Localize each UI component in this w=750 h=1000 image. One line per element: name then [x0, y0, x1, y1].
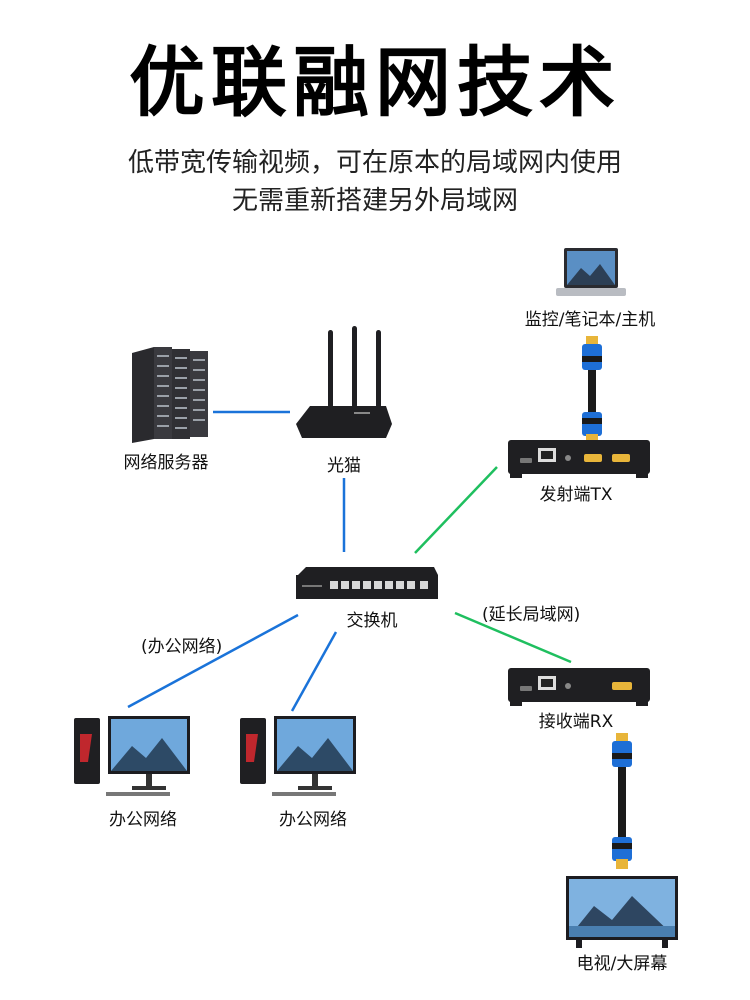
laptop-icon	[556, 248, 626, 296]
transmitter-label: 发射端TX	[539, 485, 613, 505]
subtitle-line-1: 低带宽传输视频，可在原本的局域网内使用	[127, 148, 622, 178]
tv-icon	[566, 876, 678, 948]
link-switch-pc2	[290, 631, 338, 712]
subtitle-line-2: 无需重新搭建另外局域网	[231, 186, 518, 216]
office-link-label: (办公网络)	[141, 637, 223, 657]
desktop-pc-icon	[240, 716, 356, 796]
hdmi-cable-bottom-icon	[612, 733, 632, 869]
switch-icon	[296, 567, 438, 599]
receiver-icon	[508, 668, 650, 706]
receiver-label: 接收端RX	[538, 712, 614, 732]
hdmi-cable-top-icon	[582, 336, 602, 444]
desktop-pc-icon	[74, 716, 190, 796]
switch-label: 交换机	[346, 611, 398, 631]
extended-lan-label: (延长局域网)	[482, 605, 581, 625]
modem-label: 光猫	[327, 456, 361, 476]
display-label: 电视/大屏幕	[576, 954, 668, 974]
server-rack-icon	[132, 347, 208, 443]
source-label: 监控/笔记本/主机	[524, 310, 656, 330]
server-label: 网络服务器	[123, 453, 209, 473]
link-switch-receiver	[454, 611, 572, 664]
office-pc-1-label: 办公网络	[109, 810, 177, 830]
link-switch-transmitter	[414, 466, 498, 554]
page-title: 优联融网技术	[129, 38, 621, 127]
office-pc-2-label: 办公网络	[279, 810, 347, 830]
link-switch-pc1	[127, 613, 299, 709]
router-icon	[296, 326, 392, 438]
transmitter-icon	[508, 440, 650, 478]
